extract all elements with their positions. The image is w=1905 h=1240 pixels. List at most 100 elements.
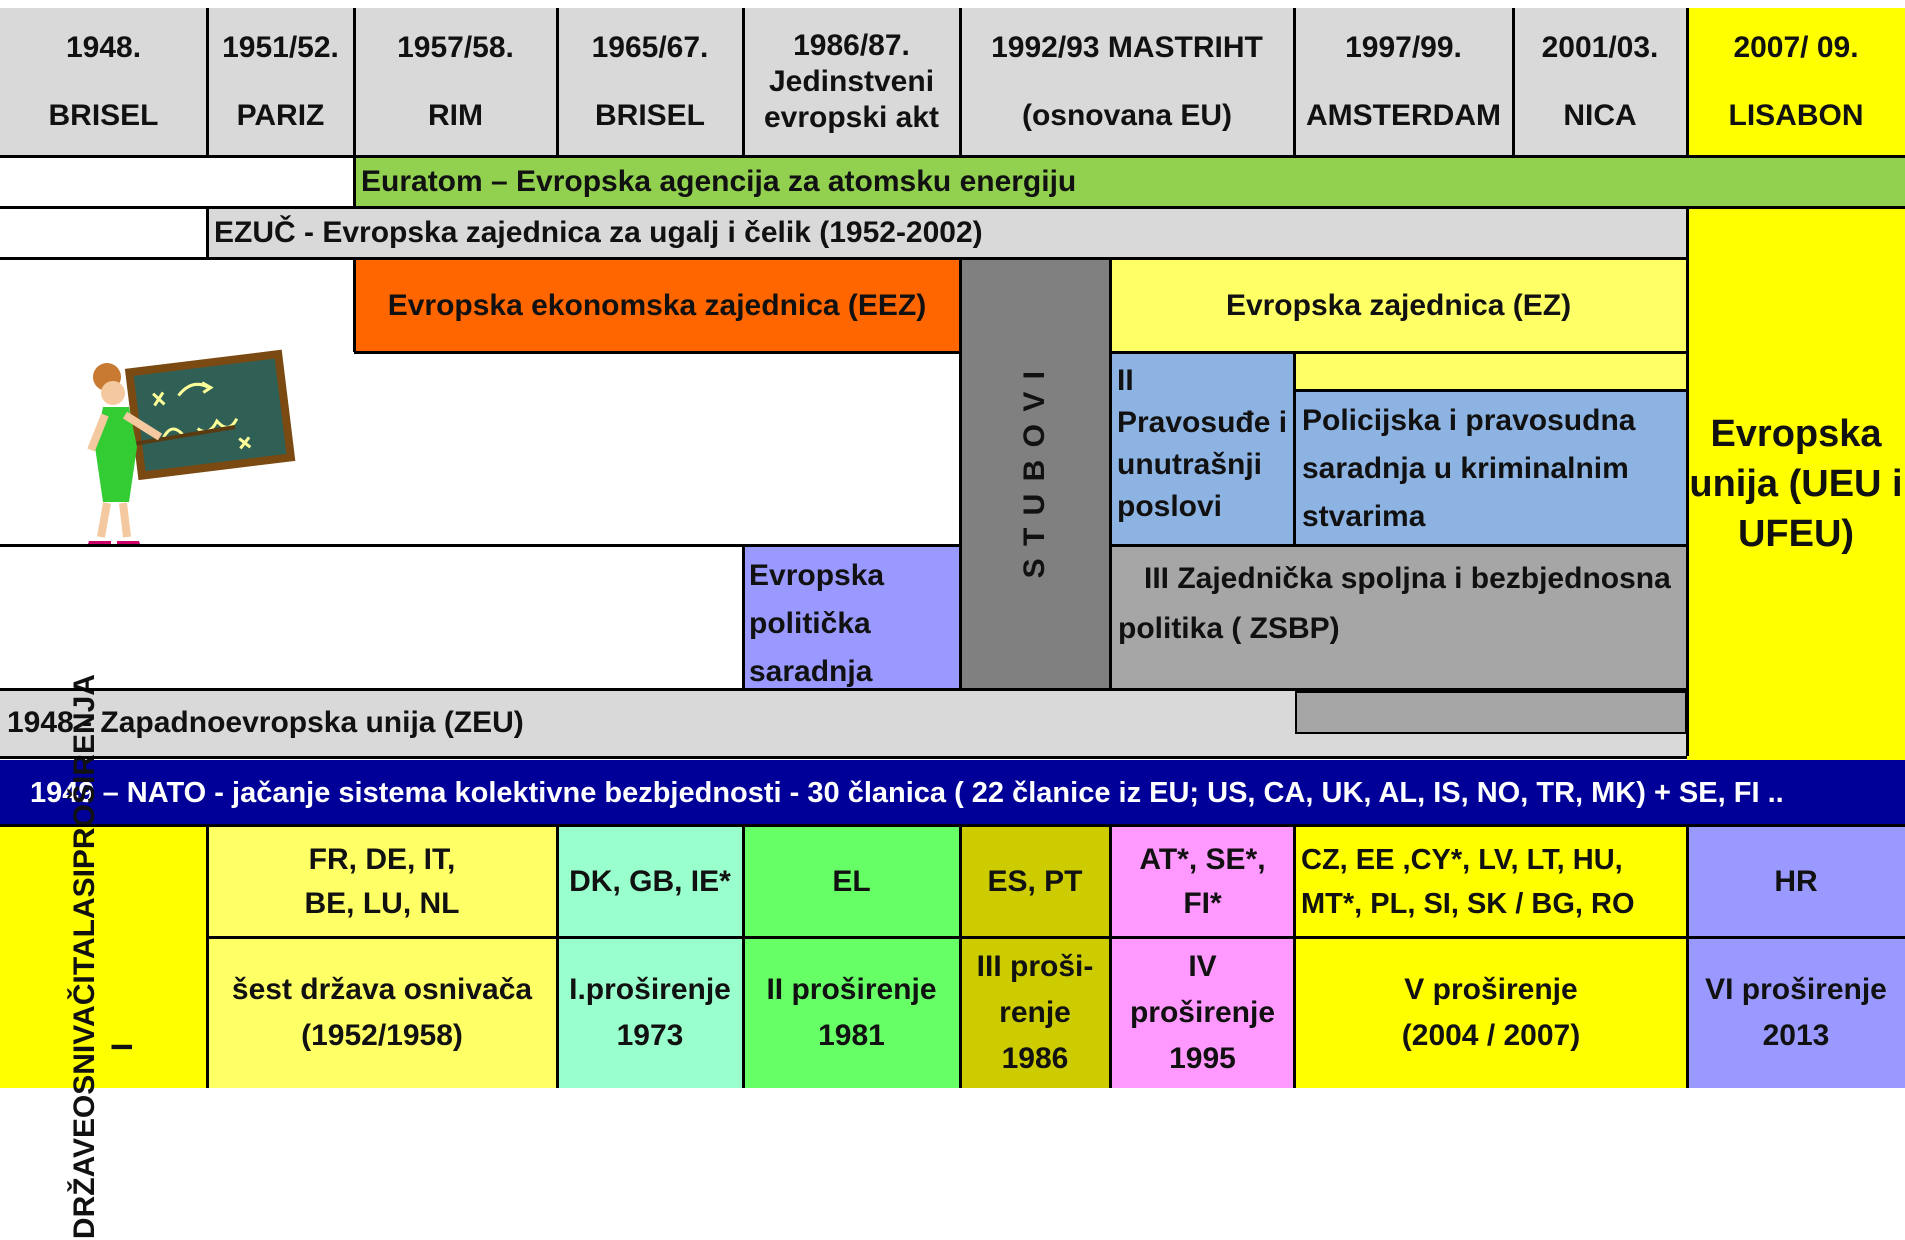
cfsp-box: III Zajednička spoljna i bezbjednosna po… — [1110, 546, 1687, 690]
country-line: MT*, PL, SI, SK / BG, RO — [1301, 888, 1635, 920]
pillar-justice-box: II Pravosuđe i unutrašnji poslovi — [1110, 354, 1294, 544]
wave-7-label: VI proširenje 2013 — [1687, 938, 1905, 1088]
eu-block: Evropska unija (UEU i UFEU) — [1687, 208, 1905, 760]
epc-line: saradnja — [749, 655, 873, 688]
epc-line: politička — [749, 607, 871, 640]
country-line: AT*, SE*, — [1139, 843, 1266, 876]
waves-label-line: OSNIVAČI I — [67, 975, 139, 1119]
euratom-label: Euratom – Evropska agencija za atomsku e… — [361, 165, 1077, 198]
wave-2-label: I.proširenje 1973 — [557, 938, 743, 1088]
header-year: 1986/87. — [793, 29, 910, 62]
nato-bar: 1949 – NATO - jačanje sistema kolektivne… — [0, 760, 1905, 826]
header-place: (osnovana EU) — [1021, 99, 1233, 132]
header-year: 1957/58. — [397, 31, 514, 64]
cfsp-line: III Zajednička spoljna i bezbjednosna — [1144, 562, 1671, 595]
header-cell-1986: 1986/87. Jedinstveni evropski akt — [743, 8, 960, 156]
wave-4-countries: ES, PT — [960, 826, 1110, 938]
police-line: saradnja u kriminalnim — [1302, 452, 1629, 485]
country-line: HR — [1774, 865, 1818, 898]
stubovi-column: S T U B O V I — [960, 258, 1110, 690]
wave-label-line: III proši- — [976, 950, 1094, 983]
wave-label-line: VI proširenje — [1705, 973, 1887, 1006]
header-cell-1957: 1957/58. RIM — [354, 8, 557, 156]
wave-7-countries: HR — [1687, 826, 1905, 938]
header-place: BRISEL — [594, 99, 705, 132]
wave-4-label: III proši- renje 1986 — [960, 938, 1110, 1088]
header-year: 2001/03. — [1541, 31, 1659, 64]
wave-5-countries: AT*, SE*, FI* — [1110, 826, 1295, 938]
country-line: ES, PT — [987, 865, 1083, 898]
wave-label-line: (1952/1958) — [301, 1019, 463, 1052]
wave-label-line: 1973 — [616, 1019, 684, 1052]
eu-line: UFEU) — [1737, 513, 1855, 555]
wave-label-line: šest država osnivača — [231, 973, 533, 1006]
wave-label-line: 2013 — [1762, 1019, 1830, 1052]
header-cell-1992: 1992/93 MASTRIHT (osnovana EU) — [960, 8, 1294, 156]
wave-label-line: renje — [999, 996, 1071, 1029]
wave-1-countries: FR, DE, IT, BE, LU, NL — [207, 826, 557, 938]
country-line: DK, GB, IE* — [569, 865, 731, 898]
weu-label: 1948 - Zapadnoevropska unija (ZEU) — [7, 706, 524, 739]
wave-1-label: šest država osnivača (1952/1958) — [207, 938, 557, 1088]
ez-bar: Evropska zajednica (EZ) — [1110, 260, 1687, 352]
police-line: Policijska i pravosudna — [1302, 404, 1636, 437]
wave-label-line: I.proširenje — [569, 973, 731, 1006]
header-cell-1965: 1965/67. BRISEL — [557, 8, 743, 156]
wave-label-line: 1986 — [1001, 1042, 1069, 1075]
eez-bar: Evropska ekonomska zajednica (EEZ) — [354, 260, 960, 352]
epc-line: Evropska — [749, 559, 885, 592]
eu-history-diagram: 1948. BRISEL 1951/52. PARIZ 1957/58. RIM… — [0, 8, 1905, 1240]
country-line: CZ, EE ,CY*, LV, LT, HU, — [1301, 844, 1623, 876]
header-year: 1997/99. — [1345, 31, 1462, 64]
waves-label-line: PROŠIRENJA — [67, 674, 101, 870]
teacher-illustration — [87, 349, 296, 547]
header-year: 1951/52. — [222, 31, 339, 64]
eez-label: Evropska ekonomska zajednica (EEZ) — [387, 289, 927, 322]
eu-line: unija (UEU i — [1689, 463, 1903, 505]
eu-line: Evropska — [1710, 413, 1882, 455]
ezuc-bar: EZUČ - Evropska zajednica za ugalj i čel… — [207, 208, 1687, 258]
wave-5-label: IV proširenje 1995 — [1110, 938, 1295, 1088]
header-place: RIM — [428, 99, 483, 132]
header-cell-2007: 2007/ 09. LISABON — [1687, 8, 1905, 156]
euratom-bar: Euratom – Evropska agencija za atomsku e… — [354, 157, 1905, 207]
ez-label: Evropska zajednica (EZ) — [1225, 289, 1572, 322]
header-line: Jedinstveni — [768, 65, 935, 98]
waves-label-line: DRŽAVE — [67, 1118, 101, 1240]
header-year: 1992/93 MASTRIHT — [991, 31, 1263, 64]
weu-grey-block — [1295, 691, 1687, 734]
header-cell-1997: 1997/99. AMSTERDAM — [1294, 8, 1513, 156]
header-place: AMSTERDAM — [1306, 99, 1501, 132]
header-year: 1948. — [65, 31, 142, 64]
wave-3-label: II proširenje 1981 — [743, 938, 960, 1088]
wave-label-line: 1995 — [1169, 1042, 1236, 1075]
header-year: 1965/67. — [591, 31, 709, 64]
country-line: EL — [832, 865, 871, 898]
header-place: LISABON — [1728, 99, 1864, 132]
wave-label-line: V proširenje — [1404, 973, 1578, 1006]
country-line: BE, LU, NL — [304, 887, 460, 920]
pillar-line: Pravosuđe i — [1117, 406, 1288, 439]
wave-2-countries: DK, GB, IE* — [557, 826, 743, 938]
wave-label-line: proširenje — [1129, 996, 1276, 1029]
pillar-line: unutrašnji — [1117, 448, 1263, 481]
wave-6-label: V proširenje (2004 / 2007) — [1295, 938, 1687, 1088]
wave-label-line: IV — [1188, 950, 1217, 983]
cfsp-line: politika ( ZSBP) — [1118, 612, 1340, 645]
header-line: evropski akt — [763, 101, 940, 134]
header-place: PARIZ — [236, 99, 325, 132]
epc-box: Evropska politička saradnja — [743, 546, 960, 690]
stubovi-label: S T U B O V I — [1018, 369, 1051, 579]
header-cell-2001: 2001/03. NICA — [1513, 8, 1687, 156]
ezuc-label: EZUČ - Evropska zajednica za ugalj i čel… — [214, 216, 983, 249]
header-cell-1951: 1951/52. PARIZ — [207, 8, 354, 156]
pillar-line: poslovi — [1117, 490, 1223, 523]
pillar-line: II — [1117, 364, 1134, 397]
nato-label: 1949 – NATO - jačanje sistema kolektivne… — [30, 776, 1784, 809]
header-place: BRISEL — [48, 99, 159, 132]
police-line: stvarima — [1302, 500, 1426, 533]
header-year: 2007/ 09. — [1733, 31, 1859, 64]
waves-label-cell: DRŽAVE OSNIVAČI I TALASI PROŠIRENJA — [0, 674, 207, 1240]
wave-6-countries: CZ, EE ,CY*, LV, LT, HU, MT*, PL, SI, SK… — [1295, 826, 1687, 938]
header-place: NICA — [1563, 99, 1637, 132]
